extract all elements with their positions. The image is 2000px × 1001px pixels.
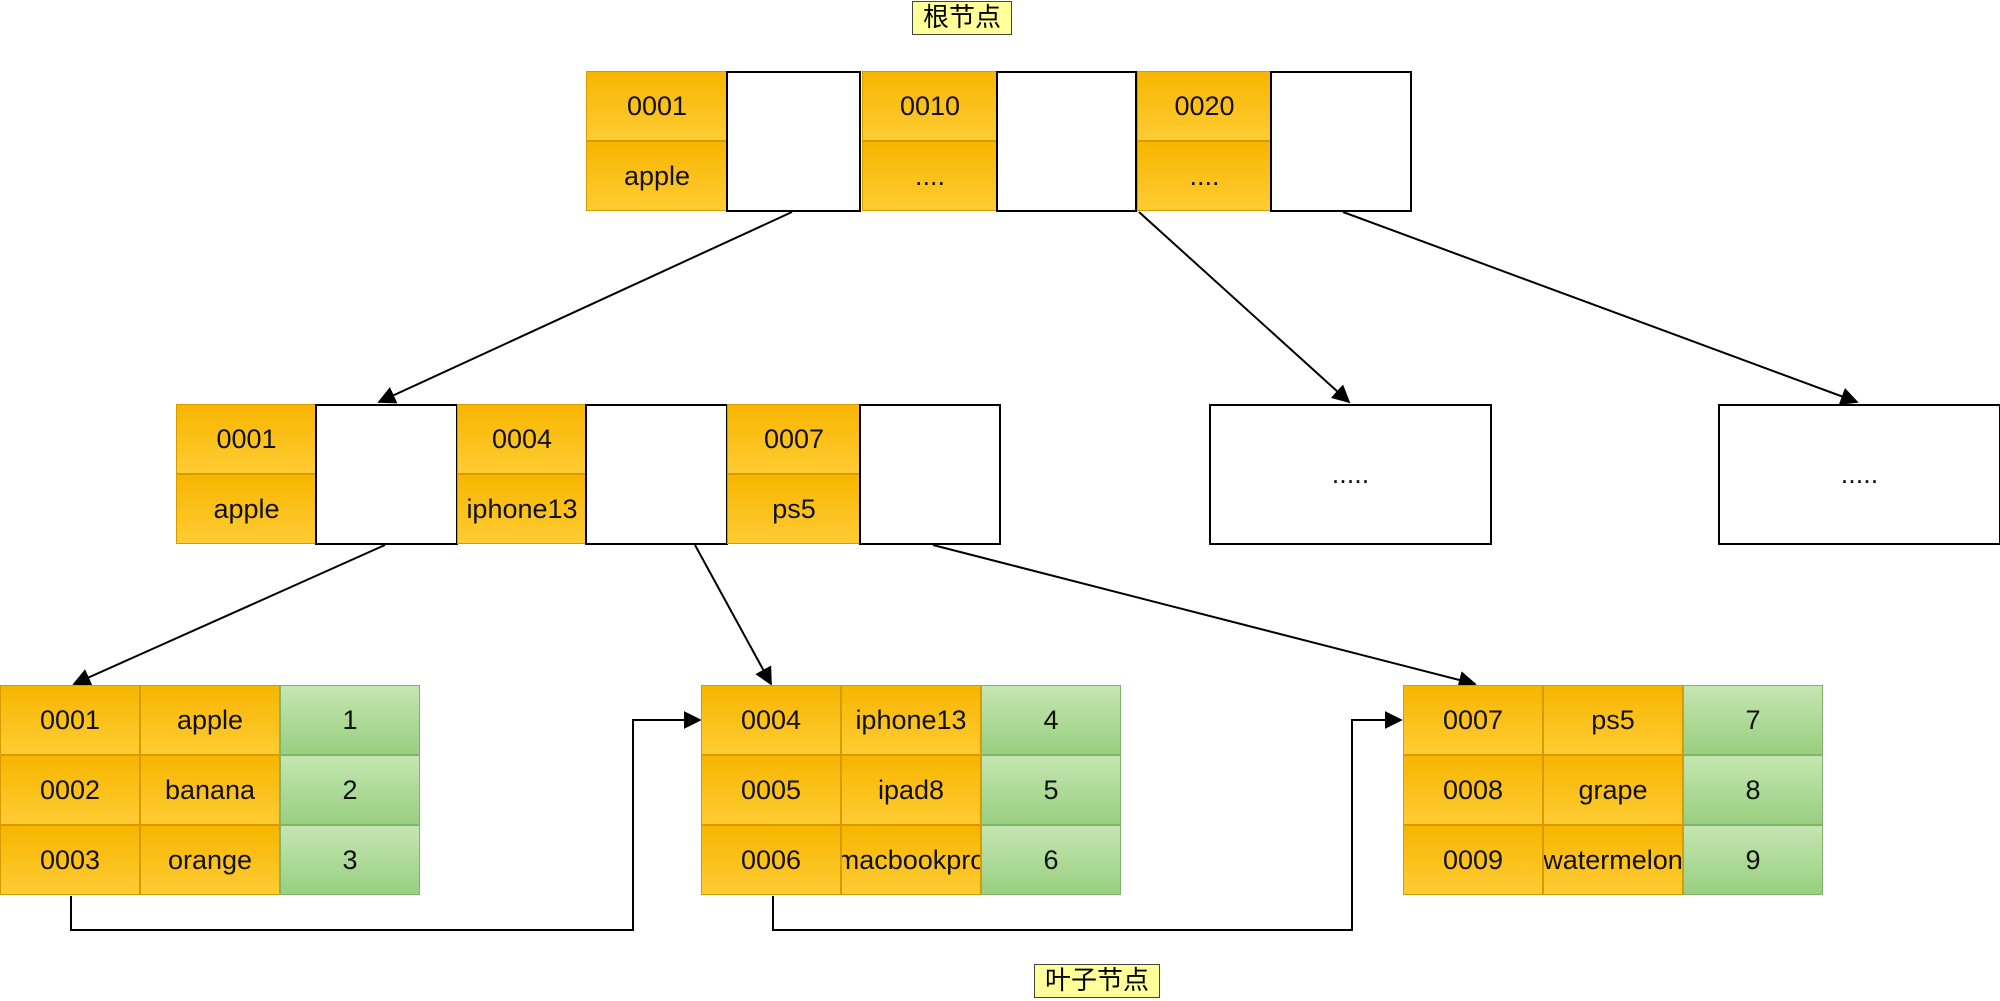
- root-key-2: 0010: [862, 71, 998, 141]
- edge-internal-to-leaf-1: [72, 544, 386, 686]
- leaf-name: orange: [140, 825, 280, 895]
- mid-pointer-3: [859, 404, 1001, 545]
- leaf-name: banana: [140, 755, 280, 825]
- mid-key-2: 0004: [457, 404, 587, 474]
- leaf-value: 9: [1683, 825, 1823, 895]
- leaf-value: 3: [280, 825, 420, 895]
- root-key-3: 0020: [1137, 71, 1272, 141]
- root-pointer-3: [1270, 71, 1412, 212]
- leaf-key: 0008: [1403, 755, 1543, 825]
- leaf-key: 0009: [1403, 825, 1543, 895]
- leaf-value: 2: [280, 755, 420, 825]
- leaf-key: 0001: [0, 685, 140, 755]
- edge-internal-to-leaf-2: [694, 544, 772, 686]
- placeholder-node-1: .....: [1209, 404, 1492, 545]
- leaf-name: ipad8: [841, 755, 981, 825]
- leaf-node-label: 叶子节点: [1034, 964, 1161, 998]
- mid-val-3: ps5: [727, 474, 861, 544]
- leaf-link-2-to-3: [772, 711, 1403, 931]
- root-key-1: 0001: [586, 71, 728, 141]
- edge-root-to-placeholder-1: [1138, 211, 1351, 404]
- leaf-key: 0007: [1403, 685, 1543, 755]
- root-pointer-1: [726, 71, 861, 212]
- mid-pointer-2: [585, 404, 728, 545]
- leaf-name: grape: [1543, 755, 1683, 825]
- edge-internal-to-leaf-3: [932, 544, 1477, 689]
- leaf-key: 0002: [0, 755, 140, 825]
- mid-key-3: 0007: [727, 404, 861, 474]
- mid-val-2: iphone13: [457, 474, 587, 544]
- leaf-key: 0003: [0, 825, 140, 895]
- root-val-3: ....: [1137, 141, 1272, 211]
- leaf-name: iphone13: [841, 685, 981, 755]
- leaf-name: macbookpro: [841, 825, 981, 895]
- leaf-value: 5: [981, 755, 1121, 825]
- root-node-label: 根节点: [912, 1, 1013, 35]
- leaf-value: 6: [981, 825, 1121, 895]
- edge-root-to-placeholder-2: [1342, 211, 1859, 405]
- leaf-key: 0005: [701, 755, 841, 825]
- leaf-value: 8: [1683, 755, 1823, 825]
- mid-key-1: 0001: [176, 404, 317, 474]
- placeholder-node-2: .....: [1718, 404, 2000, 545]
- mid-pointer-1: [315, 404, 458, 545]
- leaf-value: 1: [280, 685, 420, 755]
- leaf-name: watermelon: [1543, 825, 1683, 895]
- leaf-value: 7: [1683, 685, 1823, 755]
- root-val-2: ....: [862, 141, 998, 211]
- leaf-name: ps5: [1543, 685, 1683, 755]
- leaf-key: 0004: [701, 685, 841, 755]
- root-val-1: apple: [586, 141, 728, 211]
- leaf-name: apple: [140, 685, 280, 755]
- root-pointer-2: [996, 71, 1137, 212]
- edge-root-to-internal: [377, 211, 793, 404]
- mid-val-1: apple: [176, 474, 317, 544]
- leaf-value: 4: [981, 685, 1121, 755]
- leaf-link-1-to-2: [70, 711, 702, 931]
- leaf-key: 0006: [701, 825, 841, 895]
